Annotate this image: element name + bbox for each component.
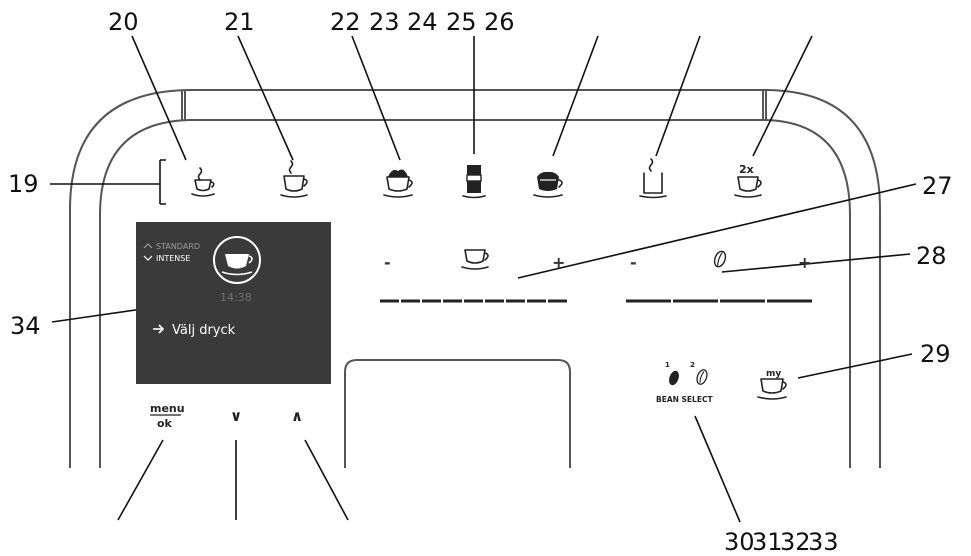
my-coffee-button[interactable]: my bbox=[757, 369, 787, 400]
volume-plus-label[interactable]: + bbox=[552, 253, 565, 272]
callout-22: 22 bbox=[330, 8, 361, 36]
strength-selector[interactable]: STANDARD INTENSE bbox=[143, 242, 200, 263]
strength-plus-label[interactable]: + bbox=[798, 253, 811, 272]
latte-macchiato-button[interactable] bbox=[462, 165, 486, 199]
menu-label: menu bbox=[150, 402, 185, 415]
cup-icon bbox=[461, 249, 489, 270]
espresso-cup-icon bbox=[191, 167, 215, 197]
volume-minus-label[interactable]: - bbox=[384, 253, 391, 272]
down-button[interactable]: ∨ bbox=[230, 407, 242, 425]
chevron-up-icon bbox=[143, 243, 153, 249]
menu-ok-button[interactable]: menu ok bbox=[150, 402, 185, 430]
bean-select-label: BEAN SELECT bbox=[656, 395, 713, 404]
my-label: my bbox=[766, 369, 781, 379]
hot-milk-button[interactable] bbox=[639, 158, 667, 199]
strength-minus-label[interactable]: - bbox=[630, 253, 637, 272]
bean-select-button[interactable]: 1 2 BEAN SELECT bbox=[656, 361, 713, 404]
cappuccino-button[interactable] bbox=[383, 169, 413, 198]
my-cup-icon bbox=[757, 378, 787, 400]
callout-27: 27 bbox=[922, 172, 953, 200]
callout-21: 21 bbox=[224, 8, 255, 36]
callout-23: 23 bbox=[369, 8, 400, 36]
right-arrow-icon bbox=[153, 324, 165, 334]
coffee-cup-icon bbox=[280, 160, 308, 198]
callout-28: 28 bbox=[916, 242, 947, 270]
callout-numbers: 20 21 22 23 24 25 26 19 27 28 34 29 30 3… bbox=[8, 8, 953, 556]
bean-2-icon bbox=[696, 369, 708, 385]
cup-icon bbox=[221, 254, 253, 276]
callout-20: 20 bbox=[108, 8, 139, 36]
callout-24: 24 bbox=[407, 8, 438, 36]
up-button[interactable]: ∧ bbox=[291, 407, 303, 425]
machine-outline bbox=[69, 89, 881, 468]
option-intense: INTENSE bbox=[156, 254, 190, 263]
hot-milk-glass-icon bbox=[639, 158, 667, 199]
flat-white-cup-icon bbox=[533, 171, 563, 198]
chevron-down-icon bbox=[143, 255, 153, 261]
selection-ring bbox=[213, 236, 261, 284]
latte-glass-icon bbox=[462, 165, 486, 199]
bean-1-icon bbox=[669, 370, 679, 386]
display-screen: STANDARD INTENSE 14:38 Välj dryck bbox=[136, 222, 331, 384]
selected-drink-indicator bbox=[213, 236, 261, 284]
volume-slider[interactable]: - + bbox=[380, 249, 568, 303]
display-background bbox=[136, 222, 331, 384]
option-standard: STANDARD bbox=[156, 242, 200, 251]
coffee-bean-icon bbox=[713, 250, 727, 268]
espresso-button[interactable] bbox=[191, 167, 215, 197]
flat-white-button[interactable] bbox=[533, 171, 563, 198]
leader-lines bbox=[50, 35, 917, 523]
bean-1-label: 1 bbox=[665, 361, 670, 369]
callout-32: 32 bbox=[780, 528, 811, 556]
double-cup-icon bbox=[734, 176, 762, 198]
callout-25: 25 bbox=[446, 8, 477, 36]
double-cup-button[interactable]: 2x bbox=[734, 163, 762, 198]
ok-label: ok bbox=[157, 417, 173, 430]
prompt-text: Välj dryck bbox=[172, 323, 236, 338]
callout-30: 30 bbox=[724, 528, 755, 556]
callout-26: 26 bbox=[484, 8, 515, 36]
display-prompt: Välj dryck bbox=[153, 323, 236, 338]
double-cup-label: 2x bbox=[739, 163, 754, 176]
callout-29: 29 bbox=[920, 340, 951, 368]
callout-31: 31 bbox=[752, 528, 783, 556]
strength-slider[interactable]: - + bbox=[626, 250, 814, 303]
bean-2-label: 2 bbox=[690, 361, 695, 369]
callout-34: 34 bbox=[10, 312, 41, 340]
display-time: 14:38 bbox=[220, 291, 252, 304]
callout-33: 33 bbox=[808, 528, 839, 556]
cappuccino-cup-icon bbox=[383, 169, 413, 198]
coffee-button[interactable] bbox=[280, 160, 308, 198]
callout-19: 19 bbox=[8, 170, 39, 198]
